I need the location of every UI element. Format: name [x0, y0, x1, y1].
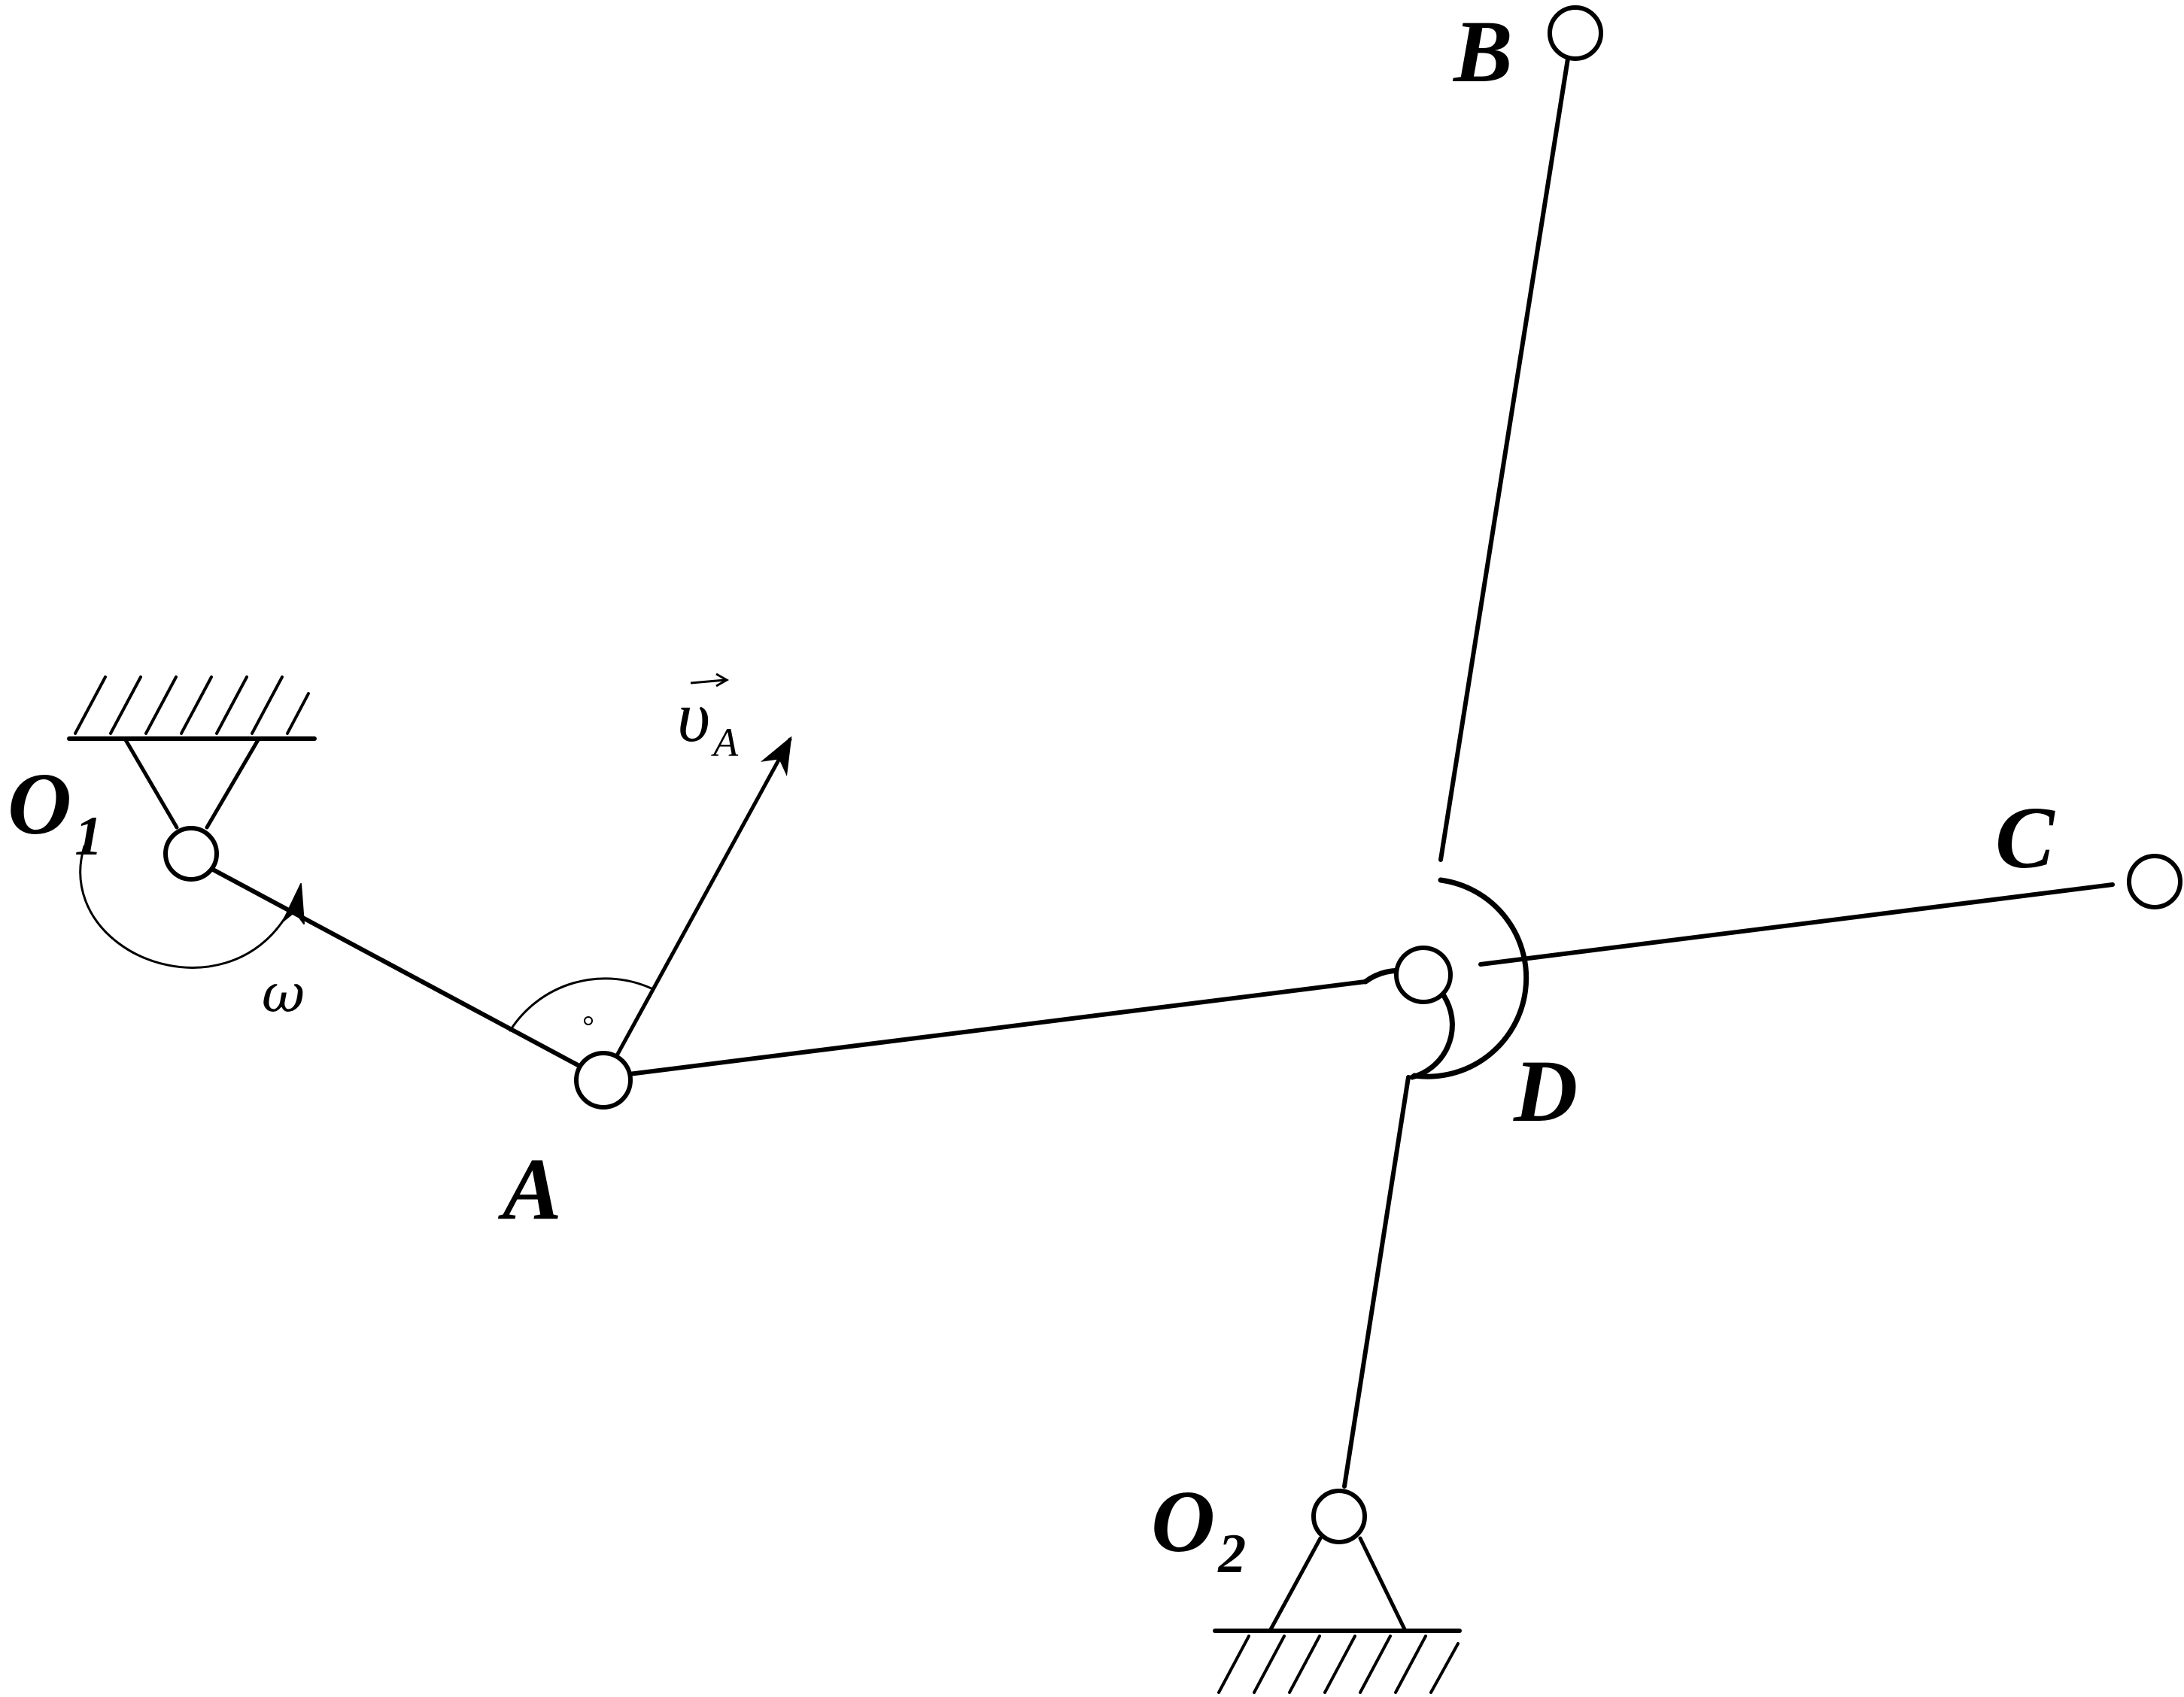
label-d: D — [1513, 1042, 1578, 1140]
link-a-d — [627, 979, 1368, 1076]
vector-arrow-icon — [690, 672, 730, 688]
joint-d-housing — [1362, 967, 1455, 1080]
omega-arrowhead-icon — [282, 883, 305, 924]
right-angle-arc — [509, 977, 655, 1032]
label-omega: ω — [262, 963, 305, 1025]
velocity-vector-a — [601, 736, 792, 1082]
joint-o1 — [163, 826, 219, 882]
ground-support-o1 — [67, 675, 317, 830]
label-a: A — [497, 1140, 562, 1238]
omega-arc — [79, 845, 296, 969]
label-velocity: υA — [677, 676, 739, 765]
label-o2: O2 — [1151, 1472, 1246, 1585]
joint-b — [1548, 5, 1603, 61]
link-o1-a — [211, 867, 582, 1068]
link-d-c — [1478, 882, 2115, 967]
ground-support-o2 — [1213, 1536, 1462, 1694]
ground-hatching-o1 — [74, 675, 310, 735]
joint-d — [1394, 946, 1453, 1004]
link-d-o2 — [1342, 1075, 1411, 1489]
right-angle-dot-icon — [584, 1016, 593, 1025]
joint-o2 — [1311, 1489, 1367, 1544]
label-o1: O1 — [8, 754, 102, 867]
joint-c — [2127, 854, 2182, 909]
link-d-b — [1438, 56, 1570, 862]
ground-hatching-o2 — [1217, 1635, 1460, 1694]
label-c: C — [1995, 788, 2055, 887]
label-b: B — [1452, 2, 1513, 101]
joint-d-housing-outer — [1411, 877, 1529, 1079]
joint-a — [574, 1051, 633, 1110]
